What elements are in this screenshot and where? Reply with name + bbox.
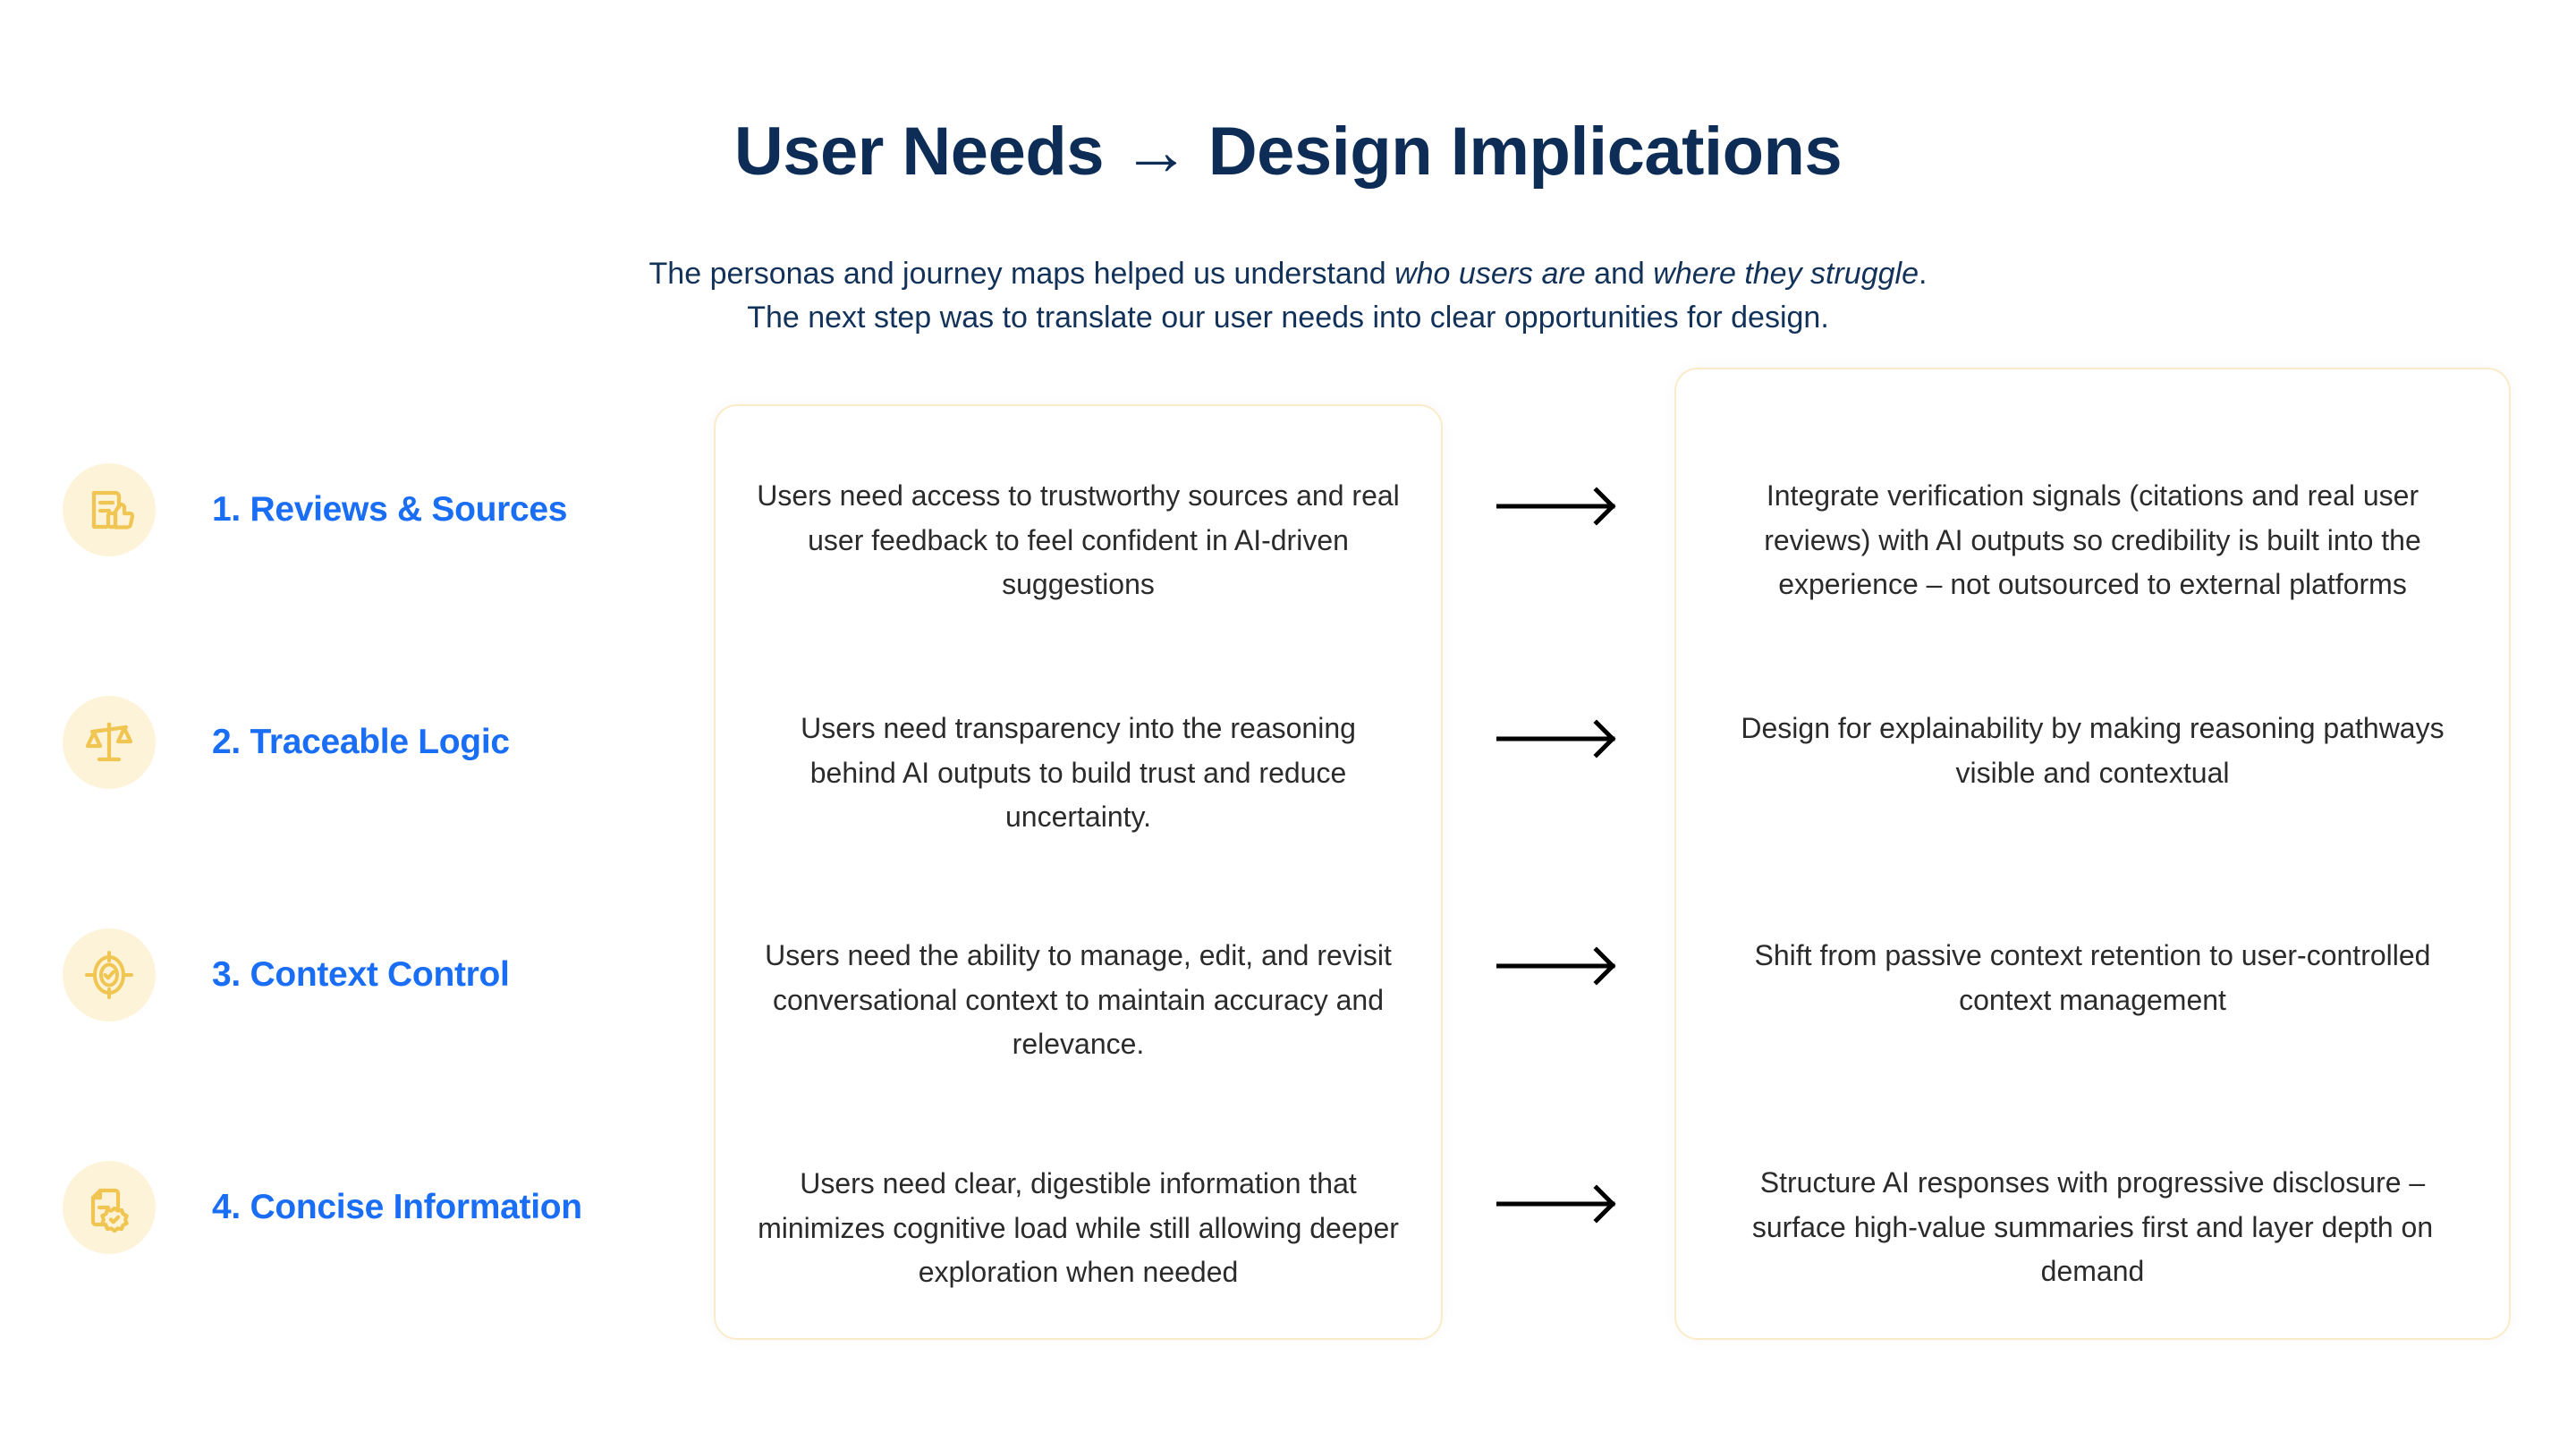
need-text-4: Users need clear, digestible information… [758, 1167, 1399, 1289]
subtitle-text-a: The personas and journey maps helped us … [648, 257, 1395, 291]
arrow-right-icon-1 [1496, 479, 1623, 533]
need-text-3: Users need the ability to manage, edit, … [765, 939, 1392, 1061]
need-text-2: Users need transparency into the reasoni… [801, 712, 1356, 834]
arrow-right-icon-3 [1496, 939, 1623, 993]
subtitle-emphasis-who-users-are: who users are [1394, 257, 1586, 291]
design-implications-card: Integrate verification signals (citation… [1674, 368, 2511, 1340]
user-needs-card: Users need access to trustworthy sources… [714, 404, 1443, 1340]
need-label-4: 4. Concise Information [212, 1188, 582, 1226]
document-badge-icon [63, 1161, 156, 1254]
arrow-right-icon-4 [1496, 1177, 1623, 1231]
need-label-1: 1. Reviews & Sources [212, 490, 568, 529]
subtitle-emphasis-where-they-struggle: where they struggle [1653, 257, 1919, 291]
need-label-2: 2. Traceable Logic [212, 723, 510, 761]
implication-text-1: Integrate verification signals (citation… [1764, 479, 2421, 601]
implication-text-2: Design for explainability by making reas… [1741, 712, 2445, 789]
subtitle-text-b: and [1585, 257, 1654, 291]
arrow-right-icon-2 [1496, 712, 1623, 766]
balance-scale-icon [63, 696, 156, 789]
subtitle-line-1: The personas and journey maps helped us … [0, 252, 2576, 296]
implication-text-3: Shift from passive context retention to … [1754, 939, 2431, 1016]
need-label-3: 3. Context Control [212, 955, 510, 994]
subtitle-text-c: . [1919, 257, 1928, 291]
subtitle-line-2: The next step was to translate our user … [747, 301, 1829, 335]
target-check-icon [63, 928, 156, 1021]
need-row-2: 2. Traceable Logic [63, 626, 716, 859]
page-subtitle: The personas and journey maps helped us … [0, 252, 2576, 341]
implication-text-4: Structure AI responses with progressive … [1751, 1166, 2434, 1288]
page-title: User Needs → Design Implications [733, 114, 1843, 190]
need-text-1: Users need access to trustworthy sources… [757, 479, 1400, 601]
document-thumbs-up-icon [63, 463, 156, 556]
need-row-4: 4. Concise Information [63, 1091, 716, 1324]
need-row-3: 3. Context Control [63, 859, 716, 1091]
user-needs-column: 1. Reviews & Sources 2. Traceable Logic [63, 394, 716, 1324]
need-row-1: 1. Reviews & Sources [63, 394, 716, 626]
